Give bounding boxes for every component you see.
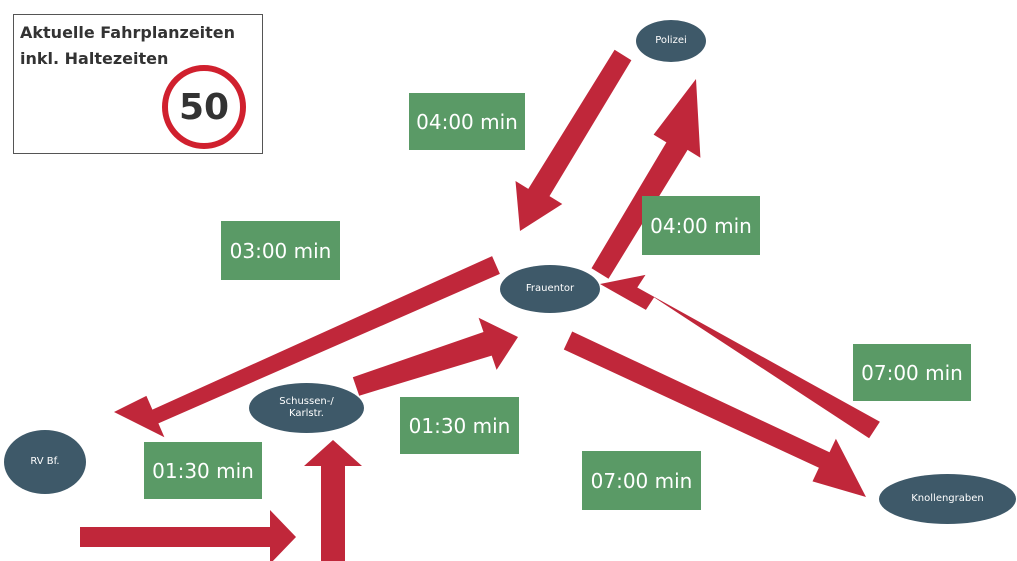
time-knollengraben-to-frauentor: 07:00 min xyxy=(853,344,971,401)
time-frauentor-to-polizei: 04:00 min xyxy=(409,93,525,150)
speed-limit-sign: 50 xyxy=(162,65,246,149)
time-rv-bf-to-schussen: 01:30 min xyxy=(144,442,262,499)
arrow-right-to-schussen xyxy=(80,510,296,561)
legend-box: Aktuelle Fahrplanzeiten inkl. Haltezeite… xyxy=(13,14,263,154)
legend-title: Aktuelle Fahrplanzeiten xyxy=(20,23,236,42)
speed-limit-value: 50 xyxy=(178,86,230,128)
arrow-frauentor-to-knollengraben xyxy=(563,331,866,497)
time-polizei-to-frauentor: 04:00 min xyxy=(642,196,760,255)
arrow-frauentor-to-rv-bf xyxy=(114,256,500,438)
stop-knollengraben[interactable]: Knollengraben xyxy=(879,474,1016,524)
arrow-knollengraben-to-frauentor xyxy=(600,274,880,439)
stop-frauentor[interactable]: Frauentor xyxy=(500,265,600,313)
arrow-polizei-to-frauentor xyxy=(515,49,632,231)
stop-rv-bf[interactable]: RV Bf. xyxy=(4,430,86,494)
legend-subtitle: inkl. Haltezeiten xyxy=(20,49,169,68)
time-schussen-to-frauentor: 01:30 min xyxy=(400,397,519,454)
arrow-schussen-to-frauentor xyxy=(352,317,518,396)
arrow-up-to-schussen xyxy=(304,440,362,561)
stop-schussen-karlstr[interactable]: Schussen-/ Karlstr. xyxy=(249,383,364,433)
time-frauentor-to-knollengraben: 07:00 min xyxy=(582,451,701,510)
stop-polizei[interactable]: Polizei xyxy=(636,20,706,62)
time-frauentor-to-rv-bf: 03:00 min xyxy=(221,221,340,280)
arrow-frauentor-to-polizei xyxy=(591,79,701,279)
